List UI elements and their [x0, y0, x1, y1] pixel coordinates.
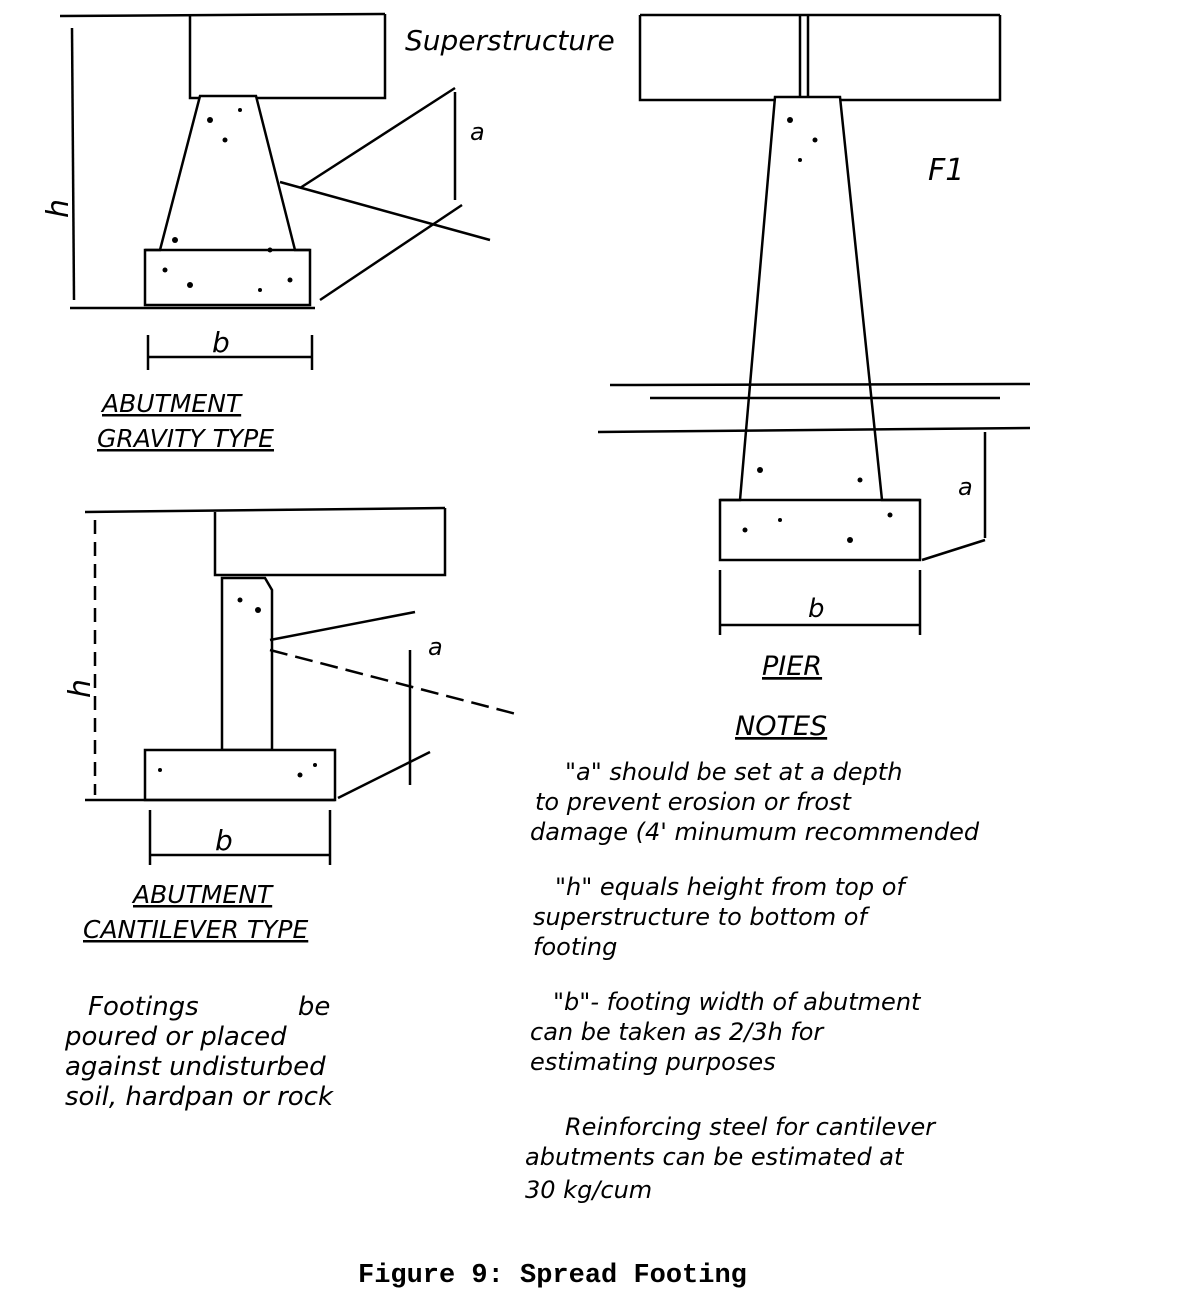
svg-text:Reinforcing steel for cantilev: Reinforcing steel for cantilever [565, 1113, 937, 1141]
h-dimension [70, 27, 76, 301]
a-label: a [428, 633, 443, 661]
notes-title: NOTES [735, 711, 827, 742]
gravity-title-1: ABUTMENT [100, 389, 243, 418]
svg-text:"b"- footing width of abutment: "b"- footing width of abutment [553, 988, 922, 1016]
h-label: h [63, 679, 98, 698]
concrete-texture [162, 108, 293, 292]
gravity-abutment-body [143, 94, 312, 307]
deck-left [638, 15, 802, 102]
f1-label: F1 [928, 153, 964, 188]
superstructure-deck [213, 508, 447, 577]
svg-text:"h" equals height from top of: "h" equals height from top of [555, 873, 908, 901]
pier-title: PIER [762, 651, 822, 682]
cantilever-title-1: ABUTMENT [131, 880, 274, 909]
svg-text:abutments can be estimated at: abutments can be estimated at [525, 1143, 905, 1171]
concrete-texture [742, 117, 893, 543]
slope-line [299, 86, 456, 190]
cantilever-footing [143, 748, 337, 802]
svg-text:poured or placed: poured or placed [64, 1022, 287, 1052]
svg-text:30 kg/cum: 30 kg/cum [525, 1176, 652, 1204]
svg-text:damage (4' minumum recommended: damage (4' minumum recommended [530, 818, 980, 846]
ground-line [597, 426, 1031, 434]
superstructure-label: Superstructure [405, 24, 615, 57]
cantilever-stem [220, 576, 274, 752]
deck-top-line [59, 12, 386, 18]
svg-text:"a" should be set at a depth: "a" should be set at a depth [565, 758, 902, 786]
h-label: h [41, 199, 76, 218]
superstructure-deck [188, 14, 387, 100]
water-line [609, 382, 1031, 387]
figure-caption: Figure 9: Spread Footing [358, 1261, 747, 1291]
svg-text:superstructure to bottom of: superstructure to bottom of [533, 903, 870, 931]
pier-body [718, 95, 922, 562]
footings-note: Footings be poured or placed against und… [64, 992, 334, 1112]
b-label: b [212, 326, 230, 359]
b-label: b [808, 594, 825, 624]
cantilever-abutment: h a b ABUTMENT CANTILEVER TYPE [63, 506, 521, 944]
a-label: a [958, 473, 973, 501]
a-label: a [470, 118, 485, 146]
gravity-title-2: GRAVITY TYPE [97, 424, 274, 453]
cantilever-title-2: CANTILEVER TYPE [83, 915, 308, 944]
svg-text:to prevent erosion or frost: to prevent erosion or frost [535, 788, 853, 816]
notes: NOTES "a" should be set at a depth to pr… [525, 711, 980, 1204]
b-label: b [215, 824, 233, 857]
svg-text:estimating purposes: estimating purposes [530, 1048, 776, 1076]
pier: a b F1 PIER [597, 13, 1031, 682]
svg-text:can be taken as 2/3h for: can be taken as 2/3h for [530, 1018, 825, 1046]
svg-text:Footings be: Footings be [88, 992, 330, 1022]
svg-text:soil, hardpan or rock: soil, hardpan or rock [65, 1082, 334, 1112]
svg-text:against undisturbed: against undisturbed [65, 1052, 326, 1082]
ground-slope [279, 180, 491, 242]
gravity-abutment: Superstructure h a b ABUTMENT GRAVITY TY… [41, 12, 615, 453]
ground-slope [269, 648, 521, 717]
svg-text:footing: footing [533, 933, 617, 961]
